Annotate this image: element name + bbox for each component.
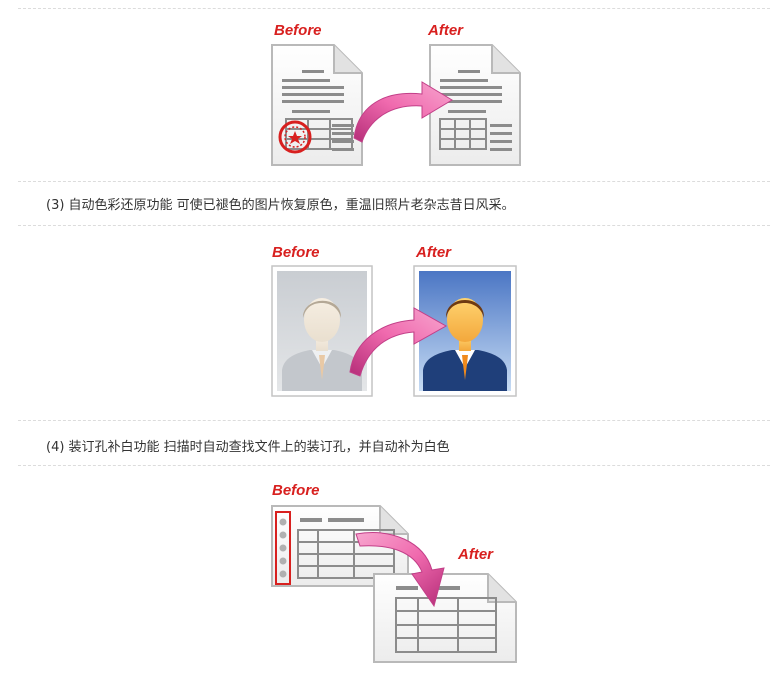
document-after <box>373 573 517 663</box>
color-restore-illustration <box>271 265 517 397</box>
after-label: After <box>428 22 464 39</box>
punch-hole-illustration <box>271 505 517 663</box>
transform-arrow <box>353 81 453 143</box>
color-restore-figure: Before After <box>262 240 532 405</box>
red-stamp <box>278 120 312 154</box>
punch-hole-icon <box>279 518 287 578</box>
section-divider <box>18 8 770 9</box>
seal-removal-figure: Before After <box>262 20 532 170</box>
document-before <box>271 44 363 166</box>
restored-photo <box>413 265 517 397</box>
before-label: Before <box>272 482 320 499</box>
after-label: After <box>458 546 494 563</box>
faded-photo <box>271 265 373 397</box>
section-divider <box>18 465 770 466</box>
before-label: Before <box>272 244 320 261</box>
section-divider <box>18 420 770 421</box>
transform-arrow <box>355 532 445 608</box>
transform-arrow <box>349 307 448 377</box>
seal-removal-illustration <box>271 44 521 166</box>
after-label: After <box>416 244 452 261</box>
punch-hole-figure: Before After <box>262 478 532 668</box>
before-label: Before <box>274 22 322 39</box>
document-after <box>429 44 521 166</box>
document-before <box>271 505 409 587</box>
section-divider <box>18 225 770 226</box>
caption-color-restore: (3) 自动色彩还原功能 可使已褪色的图片恢复原色，重温旧照片老杂志昔日风采。 <box>46 198 515 213</box>
section-divider <box>18 181 770 182</box>
caption-punch-hole-fill: (4) 装订孔补白功能 扫描时自动查找文件上的装订孔，并自动补为白色 <box>46 440 450 455</box>
